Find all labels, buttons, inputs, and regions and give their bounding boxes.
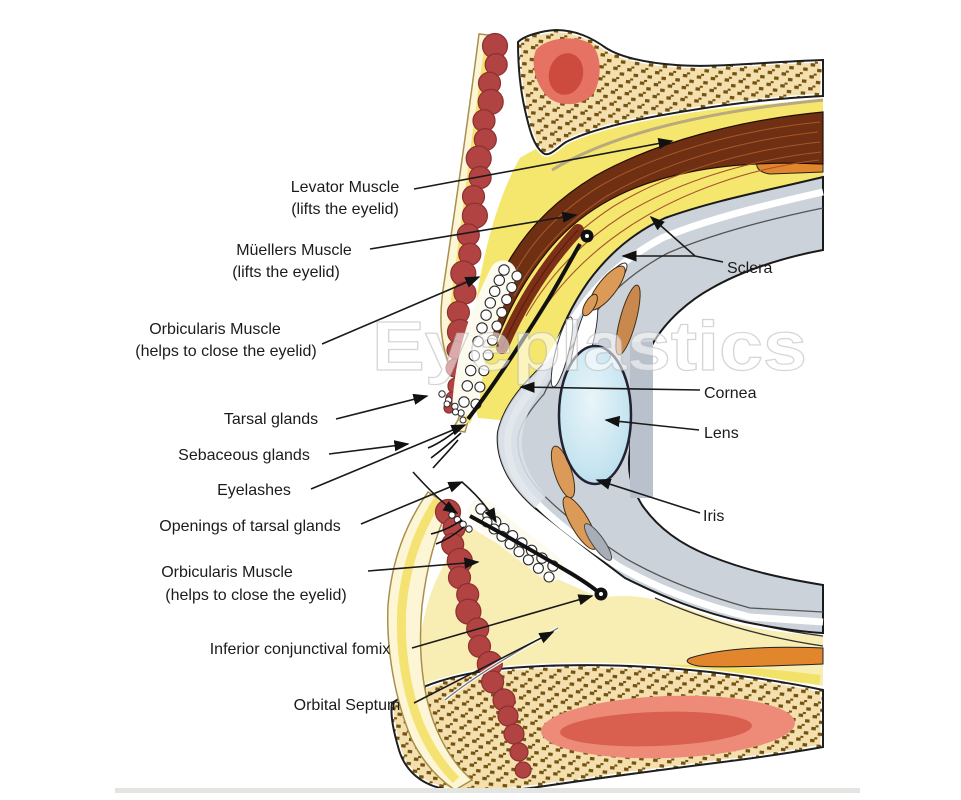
superior-conjunctiva-line bbox=[466, 243, 582, 421]
label-sebaceous-glands: Sebaceous glands bbox=[178, 447, 310, 464]
inferior-rectus-tendon bbox=[686, 646, 824, 668]
bottom-edge-strip bbox=[115, 788, 860, 793]
label-muellers-sub: (lifts the eyelid) bbox=[232, 264, 340, 281]
leader-lines bbox=[310, 137, 724, 704]
label-levator-sub: (lifts the eyelid) bbox=[291, 201, 399, 218]
watermark-text: Eyeplastics bbox=[372, 307, 807, 385]
label-sclera: Sclera bbox=[727, 260, 772, 277]
leader-orbicularis-upper bbox=[321, 276, 481, 345]
labels: Levator Muscle (lifts the eyelid) Müelle… bbox=[135, 179, 772, 714]
label-orbicularis-upper: Orbicularis Muscle bbox=[149, 321, 281, 338]
inferior-conjunctiva-line bbox=[469, 514, 599, 593]
leader-lens bbox=[604, 415, 700, 431]
label-lens: Lens bbox=[704, 425, 739, 442]
leader-orbital-septum bbox=[413, 631, 555, 704]
posterior-chamber-grey bbox=[630, 342, 653, 498]
frontal-bone bbox=[515, 27, 826, 157]
lower-eyelid-skin bbox=[386, 490, 474, 791]
iris-ciliary-patches bbox=[550, 265, 641, 561]
label-iris: Iris bbox=[703, 508, 724, 525]
label-tarsal-glands: Tarsal glands bbox=[224, 411, 318, 428]
label-cornea: Cornea bbox=[704, 385, 757, 402]
lens bbox=[557, 344, 633, 486]
label-levator-muscle: Levator Muscle bbox=[291, 179, 400, 196]
leader-levator bbox=[413, 137, 674, 190]
label-inferior-fornix: Inferior conjunctival fomix bbox=[210, 641, 391, 658]
leader-sclera-upper bbox=[649, 215, 696, 257]
label-muellers-muscle: Müellers Muscle bbox=[236, 242, 352, 259]
leader-inferior-fornix bbox=[411, 594, 594, 649]
cornea-shape bbox=[497, 356, 560, 508]
label-orbital-septum: Orbital Septum bbox=[294, 697, 401, 714]
bone-marrow-inferior bbox=[541, 695, 795, 759]
leader-iris bbox=[595, 478, 701, 514]
leader-eyelashes bbox=[310, 424, 467, 490]
bone-marrow-superior bbox=[533, 38, 600, 105]
mueller-muscle bbox=[496, 224, 584, 354]
leader-openings bbox=[360, 481, 464, 525]
label-openings: Openings of tarsal glands bbox=[159, 518, 340, 535]
leader-sclera-stem bbox=[694, 255, 724, 263]
leader-eyelashes-branch bbox=[412, 471, 459, 514]
label-orbicularis-lower-sub: (helps to close the eyelid) bbox=[165, 587, 346, 604]
label-orbicularis-upper-sub: (helps to close the eyelid) bbox=[135, 343, 316, 360]
upper-orbital-fat bbox=[471, 98, 824, 422]
leader-muellers bbox=[369, 211, 578, 250]
leader-orbicularis-lower bbox=[367, 557, 480, 572]
eyeball bbox=[496, 175, 824, 635]
label-eyelashes: Eyelashes bbox=[217, 482, 291, 499]
leader-cornea bbox=[519, 381, 701, 393]
leader-openings-branch bbox=[461, 481, 497, 524]
leader-tarsal-glands bbox=[335, 393, 429, 420]
label-orbicularis-lower: Orbicularis Muscle bbox=[161, 564, 293, 581]
leader-sebaceous-glands bbox=[328, 440, 410, 455]
conjunctiva-lines bbox=[466, 229, 608, 601]
